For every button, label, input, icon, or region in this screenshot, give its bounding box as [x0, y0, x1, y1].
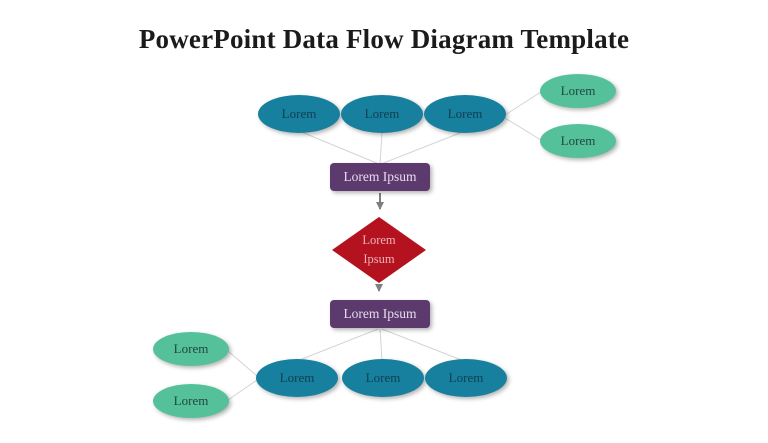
connector-top-middle: [379, 132, 383, 165]
node-label: Lorem Ipsum: [362, 232, 396, 266]
node-label: Lorem: [173, 341, 209, 356]
node-label: Lorem: [560, 83, 596, 98]
top-source-ellipse-3: Lorem: [424, 95, 506, 133]
bottom-output-ellipse-2: Lorem: [342, 359, 424, 397]
slide-title: PowerPoint Data Flow Diagram Template: [138, 24, 630, 54]
connector-left-lower: [227, 379, 258, 401]
node-label: Lorem: [173, 393, 209, 408]
connector-bottom-right: [381, 328, 465, 362]
left-entity-ellipse-1: Lorem: [153, 332, 229, 366]
connector-top-right: [380, 130, 466, 165]
bottom-output-ellipse-3: Lorem: [425, 359, 507, 397]
process-rect-top: Lorem Ipsum: [330, 163, 430, 191]
node-label: Lorem: [279, 370, 315, 385]
connector-top-left: [298, 130, 380, 165]
node-label: Lorem: [447, 106, 483, 121]
node-label: Lorem: [365, 370, 401, 385]
connector-bottom-middle: [379, 328, 383, 362]
right-entity-ellipse-2: Lorem: [540, 124, 616, 158]
connector-right-lower: [504, 117, 542, 141]
connector-bottom-left: [296, 328, 379, 362]
node-label: Lorem: [364, 106, 400, 121]
left-entity-ellipse-2: Lorem: [153, 384, 229, 418]
node-label: Lorem: [448, 370, 484, 385]
node-label: Lorem Ipsum: [343, 306, 417, 321]
top-source-ellipse-2: Lorem: [341, 95, 423, 133]
node-label: Lorem Ipsum: [343, 169, 417, 184]
connector-right-upper: [504, 91, 542, 116]
right-entity-ellipse-1: Lorem: [540, 74, 616, 108]
node-label: Lorem: [560, 133, 596, 148]
process-rect-bottom: Lorem Ipsum: [330, 300, 430, 328]
top-source-ellipse-1: Lorem: [258, 95, 340, 133]
bottom-output-ellipse-1: Lorem: [256, 359, 338, 397]
connector-left-upper: [227, 350, 258, 377]
node-label: Lorem: [281, 106, 317, 121]
